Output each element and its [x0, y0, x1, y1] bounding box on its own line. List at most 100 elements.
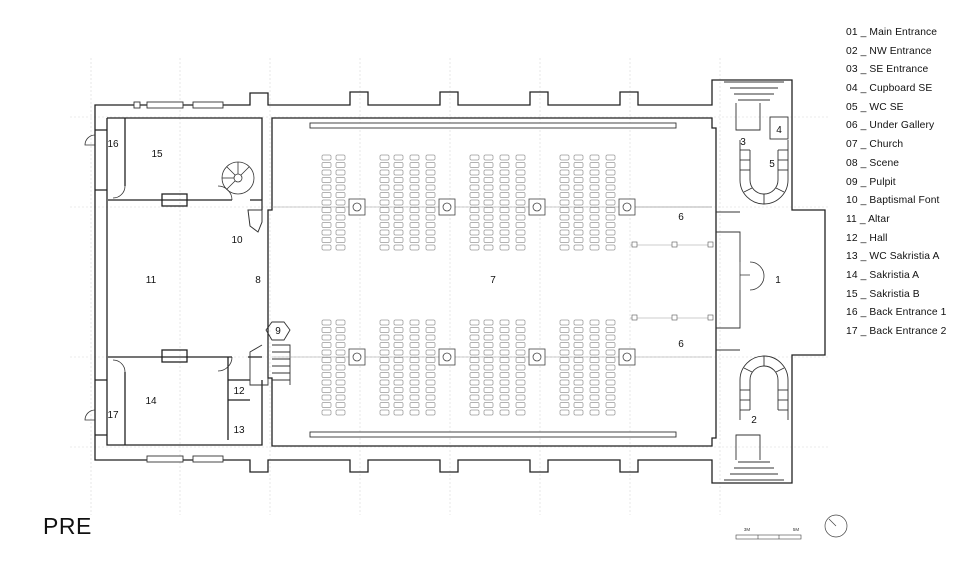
pew	[483, 372, 494, 378]
pew	[483, 184, 494, 191]
pew	[499, 372, 510, 378]
pew	[409, 379, 420, 386]
pew	[321, 402, 332, 408]
pew	[469, 184, 480, 191]
pew	[573, 402, 584, 408]
pew	[483, 364, 494, 371]
pew	[499, 192, 510, 198]
pew	[321, 229, 332, 236]
pew	[589, 364, 600, 371]
pew	[483, 162, 494, 168]
pew	[483, 199, 494, 206]
pew	[589, 214, 600, 221]
pew	[605, 154, 616, 161]
pew	[499, 364, 510, 371]
room-label-3: 3	[740, 137, 746, 148]
pew	[515, 229, 526, 236]
pew	[469, 342, 480, 348]
pew	[573, 387, 584, 393]
pew	[605, 192, 616, 198]
pew	[379, 364, 390, 371]
pew	[605, 237, 616, 243]
pew	[425, 327, 436, 333]
pew	[605, 387, 616, 393]
pew	[393, 379, 404, 386]
pew	[393, 394, 404, 401]
pew	[559, 229, 570, 236]
pew	[605, 177, 616, 183]
pew	[425, 379, 436, 386]
pew	[321, 199, 332, 206]
pew	[321, 364, 332, 371]
pew	[409, 349, 420, 356]
pew	[589, 154, 600, 161]
pew	[393, 177, 404, 183]
pew	[589, 319, 600, 326]
pew	[589, 402, 600, 408]
pew	[559, 169, 570, 176]
pew	[573, 372, 584, 378]
pew	[379, 184, 390, 191]
pew	[605, 334, 616, 341]
pew	[409, 162, 420, 168]
pew	[425, 402, 436, 408]
pew	[321, 349, 332, 356]
pew	[515, 394, 526, 401]
pew	[393, 372, 404, 378]
columns	[348, 198, 636, 366]
pew	[425, 409, 436, 416]
pew	[469, 169, 480, 176]
pew	[379, 169, 390, 176]
pew	[425, 319, 436, 326]
windows	[133, 101, 677, 463]
pew	[379, 237, 390, 243]
pew	[409, 364, 420, 371]
pew	[483, 319, 494, 326]
pew	[559, 349, 570, 356]
pew	[425, 244, 436, 251]
pew	[425, 154, 436, 161]
pew	[409, 394, 420, 401]
pew	[559, 394, 570, 401]
pew	[499, 222, 510, 228]
pew	[605, 394, 616, 401]
pew	[573, 207, 584, 213]
room-numbers: 1 2 3 4 5 6 6 7 8 9 10 11 12 13 14 15 16…	[107, 125, 782, 436]
pew	[515, 402, 526, 408]
pew	[499, 342, 510, 348]
pew	[425, 372, 436, 378]
room-label-17: 17	[107, 410, 119, 421]
pew	[515, 199, 526, 206]
room-label-12: 12	[233, 386, 245, 397]
room-label-9: 9	[275, 326, 281, 337]
pew	[393, 319, 404, 326]
pew	[321, 184, 332, 191]
pew	[483, 379, 494, 386]
legend-item: 02 _ NW Entrance	[846, 45, 932, 57]
pew	[573, 214, 584, 221]
pew	[499, 199, 510, 206]
legend-item: 08 _ Scene	[846, 157, 900, 169]
pew	[499, 357, 510, 363]
pew	[393, 222, 404, 228]
pew	[393, 192, 404, 198]
pew	[393, 229, 404, 236]
pew	[573, 244, 584, 251]
scale-bar-graphic	[735, 534, 802, 540]
pew	[483, 244, 494, 251]
pew	[515, 244, 526, 251]
pew	[573, 184, 584, 191]
pew	[589, 229, 600, 236]
pew	[425, 342, 436, 348]
pew	[589, 379, 600, 386]
pew	[379, 229, 390, 236]
pew	[393, 199, 404, 206]
pew	[559, 372, 570, 378]
legend-item: 04 _ Cupboard SE	[846, 83, 933, 95]
pew	[321, 237, 332, 243]
scale-bar: 3M 5M	[735, 527, 802, 540]
pew	[393, 409, 404, 416]
legend-item: 01 _ Main Entrance	[846, 27, 938, 38]
pew	[605, 364, 616, 371]
